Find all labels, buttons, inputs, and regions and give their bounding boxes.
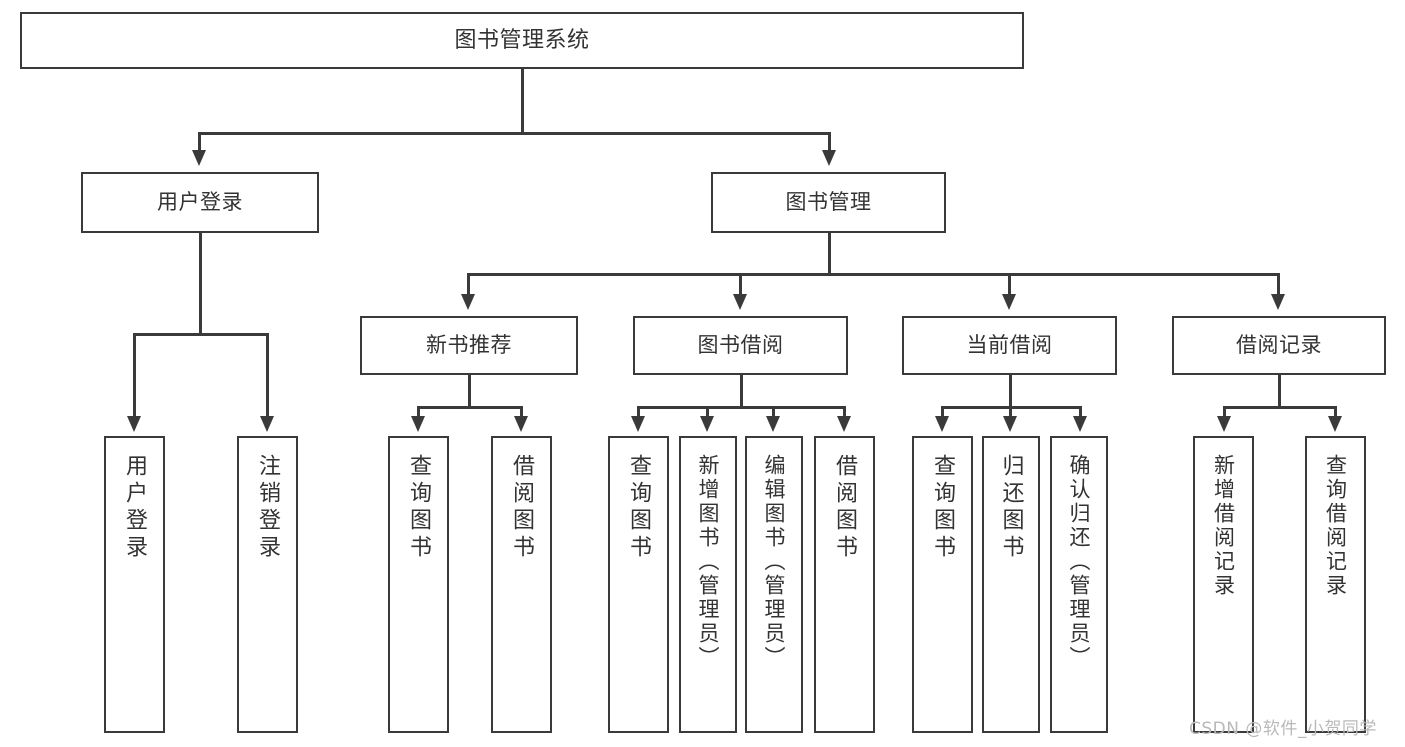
connector-user-login-bus	[133, 333, 268, 336]
node-label: 查询图书	[406, 454, 432, 562]
node-label: 归还图书	[998, 454, 1024, 562]
connector-book-borrow-drop-4	[843, 406, 846, 418]
arrowhead-leaf-return-book	[1003, 416, 1017, 432]
leaf-add-record[interactable]: 新增借阅记录	[1193, 436, 1254, 733]
connector-new-book-drop-1	[417, 406, 420, 418]
arrowhead-new-book-recommend	[461, 294, 475, 310]
node-label: 图书借阅	[697, 333, 784, 358]
leaf-confirm-return[interactable]: 确认归还（管理员）	[1050, 436, 1108, 733]
arrowhead-borrow-record	[1271, 294, 1285, 310]
connector-book-manage-drop-3	[1008, 273, 1011, 296]
connector-borrow-record-bus	[1223, 406, 1336, 409]
connector-root-drop-right	[828, 132, 831, 152]
node-label: 查询借阅记录	[1323, 454, 1348, 598]
node-label: 新增借阅记录	[1211, 454, 1236, 598]
node-label: 用户登录	[157, 190, 243, 215]
connector-current-borrow-drop-3	[1079, 406, 1082, 418]
connector-root-stem	[521, 69, 524, 134]
connector-current-borrow-drop-1	[941, 406, 944, 418]
arrowhead-leaf-user-login	[127, 416, 141, 432]
arrowhead-leaf-borrow-book-1	[514, 416, 528, 432]
leaf-edit-book[interactable]: 编辑图书（管理员）	[745, 436, 803, 733]
arrowhead-leaf-logout-login	[260, 416, 274, 432]
arrowhead-leaf-add-book	[700, 416, 714, 432]
arrowhead-leaf-query-book-2	[631, 416, 645, 432]
node-label: 新增图书（管理员）	[696, 454, 721, 670]
leaf-return-book[interactable]: 归还图书	[982, 436, 1040, 733]
connector-book-manage-bus	[467, 273, 1279, 276]
arrowhead-leaf-borrow-book-2	[837, 416, 851, 432]
connector-user-login-drop-2	[266, 333, 269, 418]
node-label: 确认归还（管理员）	[1067, 454, 1092, 670]
node-label: 查询图书	[626, 454, 652, 562]
node-root-system[interactable]: 图书管理系统	[20, 12, 1024, 69]
node-label: 当前借阅	[966, 333, 1053, 358]
node-label: 查询图书	[930, 454, 956, 562]
arrowhead-leaf-edit-book	[766, 416, 780, 432]
connector-book-borrow-drop-2	[706, 406, 709, 418]
connector-borrow-record-stem	[1278, 375, 1281, 408]
connector-book-borrow-drop-1	[637, 406, 640, 418]
arrowhead-leaf-confirm-return	[1073, 416, 1087, 432]
leaf-query-book-1[interactable]: 查询图书	[388, 436, 449, 733]
node-book-borrow[interactable]: 图书借阅	[633, 316, 848, 375]
node-label: 用户登录	[122, 454, 148, 562]
node-current-borrow[interactable]: 当前借阅	[902, 316, 1117, 375]
leaf-query-book-2[interactable]: 查询图书	[608, 436, 669, 733]
connector-new-book-drop-2	[520, 406, 523, 418]
arrowhead-current-borrow	[1002, 294, 1016, 310]
arrowhead-book-borrow	[733, 294, 747, 310]
connector-book-manage-drop-4	[1277, 273, 1280, 296]
arrowhead-user-login	[192, 150, 206, 166]
node-user-login[interactable]: 用户登录	[81, 172, 319, 233]
connector-book-borrow-stem	[740, 375, 743, 408]
connector-book-manage-stem	[828, 233, 831, 275]
connector-borrow-record-drop-1	[1223, 406, 1226, 418]
leaf-borrow-book-2[interactable]: 借阅图书	[814, 436, 875, 733]
node-label: 图书管理系统	[454, 27, 590, 53]
arrowhead-book-manage	[822, 150, 836, 166]
connector-current-borrow-stem	[1009, 375, 1012, 408]
connector-root-drop-left	[198, 132, 201, 152]
connector-user-login-drop-1	[133, 333, 136, 418]
node-label: 注销登录	[255, 454, 281, 562]
node-borrow-record[interactable]: 借阅记录	[1172, 316, 1386, 375]
connector-current-borrow-drop-2	[1009, 406, 1012, 418]
connector-book-manage-drop-1	[467, 273, 470, 296]
node-new-book-recommend[interactable]: 新书推荐	[360, 316, 578, 375]
arrowhead-leaf-query-book-3	[935, 416, 949, 432]
connector-book-borrow-drop-3	[772, 406, 775, 418]
connector-new-book-bus	[417, 406, 522, 409]
node-label: 借阅图书	[509, 454, 535, 562]
connector-root-bus	[198, 132, 830, 135]
node-label: 编辑图书（管理员）	[762, 454, 787, 670]
connector-borrow-record-drop-2	[1334, 406, 1337, 418]
leaf-borrow-book-1[interactable]: 借阅图书	[491, 436, 552, 733]
arrowhead-leaf-query-book-1	[411, 416, 425, 432]
leaf-query-book-3[interactable]: 查询图书	[912, 436, 973, 733]
leaf-user-login[interactable]: 用户登录	[104, 436, 165, 733]
connector-user-login-stem	[199, 233, 202, 335]
leaf-query-record[interactable]: 查询借阅记录	[1305, 436, 1366, 733]
leaf-logout-login[interactable]: 注销登录	[237, 436, 298, 733]
connector-new-book-stem	[468, 375, 471, 408]
node-label: 借阅图书	[832, 454, 858, 562]
node-book-manage[interactable]: 图书管理	[711, 172, 946, 233]
arrowhead-leaf-query-record	[1328, 416, 1342, 432]
node-label: 图书管理	[785, 190, 872, 215]
leaf-add-book[interactable]: 新增图书（管理员）	[679, 436, 737, 733]
connector-book-manage-drop-2	[739, 273, 742, 296]
connector-book-borrow-bus	[637, 406, 845, 409]
node-label: 借阅记录	[1236, 333, 1322, 358]
arrowhead-leaf-add-record	[1217, 416, 1231, 432]
node-label: 新书推荐	[426, 333, 512, 358]
